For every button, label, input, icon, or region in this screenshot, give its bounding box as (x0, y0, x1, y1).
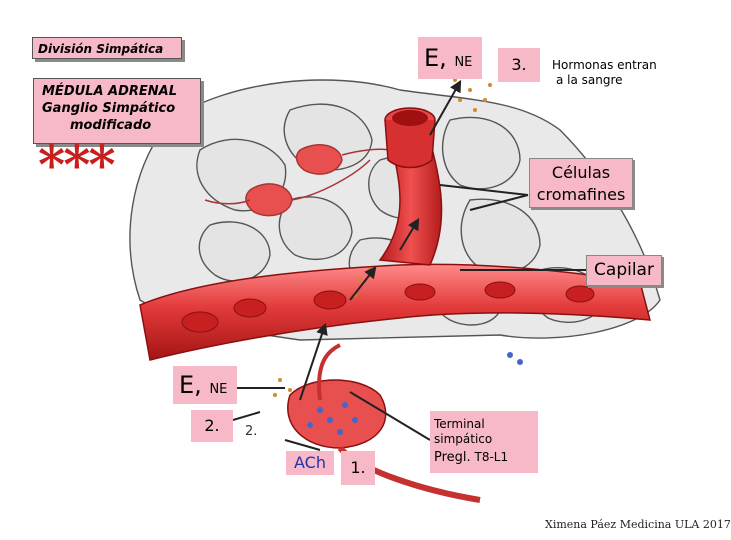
step-3-label: 3. (498, 48, 540, 82)
vertical-vessel (378, 139, 443, 266)
terminal-line1: Terminal (434, 417, 485, 431)
preganglionic-terminal (287, 379, 387, 449)
hormones-line1: Hormonas entran (552, 58, 657, 72)
adrenal-medulla-line3: modificado (70, 118, 152, 133)
adrenal-medulla-line2: Ganglio Simpático (42, 101, 176, 116)
bottom-e-text: E, (179, 371, 202, 399)
terminal-pregl: Pregl. (434, 450, 471, 465)
step-2-label: 2. (191, 410, 233, 442)
asterisks-mark: *** (38, 135, 116, 196)
title-label: División Simpática (32, 37, 182, 59)
author-credit: Ximena Páez Medicina ULA 2017 (545, 518, 731, 531)
step-1-label: 1. (341, 451, 375, 485)
top-e-text: E, (424, 44, 447, 72)
terminal-line2: simpático (434, 432, 493, 446)
adrenal-medulla-label: MÉDULA ADRENAL Ganglio Simpático modific… (33, 78, 201, 144)
sympathetic-terminal-label: Terminal simpático Pregl. T8-L1 (430, 411, 538, 473)
top-ne-text: NE (454, 55, 473, 70)
vesicles (307, 352, 523, 435)
bottom-e-ne-label: E, NE (173, 366, 237, 404)
step-2-plain-label: 2. (245, 424, 258, 439)
bottom-ne-text: NE (209, 382, 228, 397)
ganglion-neurons (204, 144, 391, 217)
chromaffin-line1: Células (551, 163, 611, 182)
red-blood-cells (181, 281, 595, 333)
hormones-label: Hormonas entran a la sangre (552, 58, 657, 88)
hormones-line2: a la sangre (556, 73, 623, 87)
chromaffin-cells-label: Células cromafines (529, 158, 633, 208)
terminal-segment: T8-L1 (474, 450, 509, 464)
capillary-label: Capilar (586, 255, 662, 286)
top-e-ne-label: E, NE (418, 37, 482, 79)
ach-label: ACh (286, 451, 334, 475)
chromaffin-line2: cromafines (536, 185, 626, 204)
adrenal-medulla-line1: MÉDULA ADRENAL (42, 84, 178, 99)
capillary-vessel (139, 263, 651, 361)
terminal-line3: Pregl. T8-L1 (434, 450, 538, 465)
